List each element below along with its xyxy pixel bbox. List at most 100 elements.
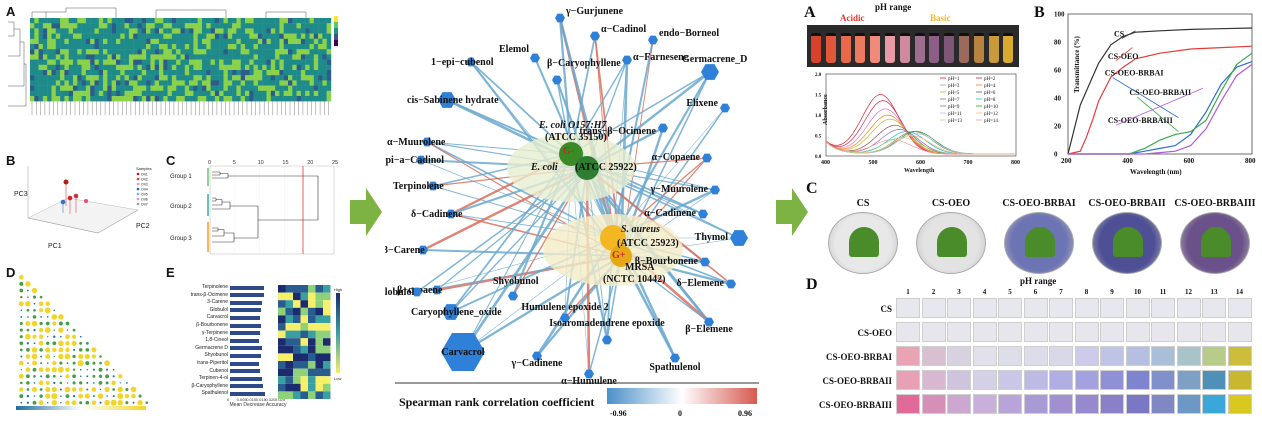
heatmap-cell (154, 90, 160, 97)
heatmap-cell (107, 90, 112, 97)
heatmap-cell (296, 59, 302, 65)
heatmap-cell (318, 90, 323, 97)
heatmap-cell (51, 90, 56, 97)
feature-heatmap-cell (278, 391, 286, 399)
heatmap-cell (60, 75, 65, 81)
heatmap-cell (141, 49, 147, 55)
heatmap-cell (77, 75, 82, 81)
heatmap-cell (313, 96, 319, 102)
node-label-saureus-sub: (ATCC 25923) (617, 238, 679, 249)
correlation-dot (52, 321, 57, 326)
heatmap-cell (124, 54, 130, 60)
heatmap-cell (249, 75, 254, 81)
correlation-dot (65, 400, 70, 405)
correlation-dot (45, 321, 50, 326)
heatmap-cell (98, 28, 104, 34)
heatmap-cell (288, 33, 293, 39)
correlation-dot (130, 386, 137, 393)
heatmap-cell (81, 28, 87, 34)
heatmap-cell (219, 64, 224, 71)
heatmap-cell (270, 23, 276, 29)
heatmap-cell (73, 70, 78, 76)
heatmap-cell (262, 85, 267, 91)
feature-label: Cubenol (209, 367, 228, 374)
heatmap-cell (206, 49, 211, 55)
correlation-dot (27, 289, 29, 292)
heatmap-cell (154, 80, 160, 86)
correlation-dot (126, 382, 128, 384)
correlation-dot (98, 367, 103, 372)
heatmap-cell (163, 85, 168, 91)
heatmap-cell (305, 75, 310, 81)
heatmap-cell (154, 28, 160, 34)
heatmap-cell (146, 38, 151, 45)
heatmap-cell (171, 96, 177, 102)
heatmap-cell (219, 28, 224, 34)
correlation-dot (25, 367, 31, 373)
heatmap-cell (103, 23, 108, 29)
feature-label: β-Caryophyllene (191, 382, 228, 389)
correlation-dot (32, 295, 37, 299)
transmittance-series-label: CS (1114, 29, 1125, 38)
heatmap-cell (116, 64, 121, 71)
heatmap-cell (141, 54, 147, 60)
feature-heatmap-cell (315, 285, 323, 293)
feature-heatmap-cell (293, 307, 301, 316)
heatmap-cell (150, 49, 155, 55)
pca-legend-dot (136, 197, 140, 201)
heatmap-cell (137, 59, 142, 65)
heatmap-cell (318, 59, 323, 65)
heatmap-cell (120, 54, 125, 60)
pca-legend-dot (136, 177, 140, 181)
heatmap-cell (296, 38, 302, 45)
heatmap-cell (167, 33, 173, 39)
ph-swatch (1151, 322, 1175, 342)
correlation-dot (65, 374, 70, 379)
heatmap-cell (214, 85, 220, 91)
heatmap-cell (210, 23, 216, 29)
feature-label: 3-Carene (207, 299, 228, 306)
heatmap-cell (283, 85, 289, 91)
heatmap-cell (249, 18, 254, 24)
heatmap-cell (146, 80, 151, 86)
feature-row: Carvacrol (168, 314, 278, 321)
correlation-dot (66, 362, 69, 364)
heatmap-cell (34, 38, 39, 45)
correlation-dot (33, 302, 36, 305)
ph-swatch (1023, 298, 1048, 318)
dendrogram-tick-label: 10 (258, 160, 264, 166)
heatmap-cell (253, 44, 259, 50)
pca-point (73, 193, 79, 199)
feature-heatmap-cell (308, 361, 316, 369)
heatmap-cell (146, 28, 151, 34)
correlation-dot (117, 386, 124, 393)
heatmap-cell (103, 38, 108, 45)
ph-swatch (1074, 394, 1099, 414)
heatmap-cell (103, 70, 108, 76)
heatmap-cell (60, 54, 65, 60)
correlation-dot (39, 321, 43, 326)
heatmap-cell (318, 75, 323, 81)
correlation-dot (51, 393, 58, 400)
heatmap-cell (275, 90, 280, 97)
transmittance-label-arrow (1115, 87, 1204, 126)
heatmap-cell (159, 33, 164, 39)
heatmap-cell (77, 64, 82, 71)
heatmap-cell (210, 96, 216, 102)
network-edge (558, 17, 573, 155)
heatmap-cell (253, 96, 259, 102)
correlation-dot (72, 361, 76, 365)
heatmap-cell (189, 23, 194, 29)
correlation-dot (44, 327, 51, 334)
heatmap-cell (322, 85, 327, 91)
heatmap-cell (94, 18, 99, 24)
heatmap-cell (77, 49, 82, 55)
heatmap-cell (150, 70, 155, 76)
gram-positive-label: G+ (612, 250, 626, 261)
heatmap-cell (163, 75, 168, 81)
correlation-dot (32, 360, 37, 366)
heatmap-cell (77, 28, 82, 34)
correlation-dot (32, 315, 37, 319)
heatmap-cell (214, 44, 220, 50)
